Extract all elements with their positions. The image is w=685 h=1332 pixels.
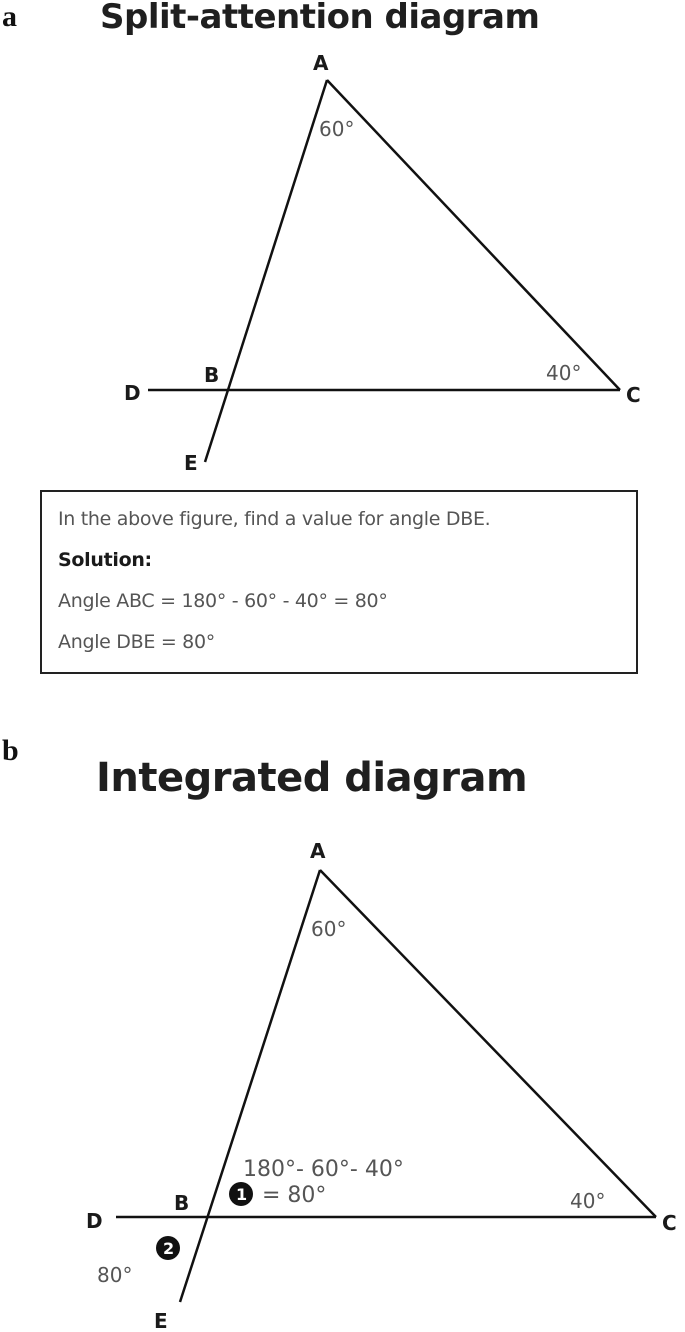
- angle-a-label: 60°: [311, 917, 346, 941]
- panel-a-title: Split-attention diagram: [100, 0, 540, 37]
- vertex-e-label: E: [184, 451, 198, 475]
- calculation-line-2: = 80°: [262, 1183, 326, 1208]
- vertex-a-label: A: [310, 839, 326, 863]
- vertex-a-label: A: [313, 51, 329, 75]
- solution-box: In the above figure, find a value for an…: [40, 490, 638, 674]
- split-attention-diagram: A B C D E 60° 40°: [124, 51, 641, 475]
- panel-letter-a: a: [2, 0, 17, 33]
- vertex-e-label: E: [154, 1309, 168, 1332]
- solution-heading: Solution:: [58, 549, 152, 571]
- solution-step-2: Angle DBE = 80°: [58, 631, 215, 653]
- integrated-diagram: A B C D E 60° 40° 180°- 60°- 40° 1 = 80°…: [86, 839, 677, 1332]
- step-2-marker: [156, 1236, 180, 1260]
- angle-c-label: 40°: [570, 1189, 605, 1213]
- line-a-e: [178, 869, 322, 1303]
- line-a-c: [319, 869, 657, 1218]
- vertex-c-label: C: [626, 383, 641, 407]
- panel-letter-b: b: [2, 734, 19, 767]
- calculation-line-1: 180°- 60°- 40°: [243, 1157, 404, 1182]
- line-a-c: [326, 79, 621, 391]
- step-2-number: 2: [163, 1239, 174, 1258]
- vertex-b-label: B: [174, 1191, 189, 1215]
- vertex-b-label: B: [204, 363, 219, 387]
- vertex-d-label: D: [124, 381, 141, 405]
- vertex-c-label: C: [662, 1211, 677, 1235]
- vertex-d-label: D: [86, 1209, 103, 1233]
- panel-b-title: Integrated diagram: [96, 755, 528, 801]
- step-1-number: 1: [236, 1185, 247, 1204]
- angle-c-label: 40°: [546, 361, 581, 385]
- angle-a-label: 60°: [319, 117, 354, 141]
- solution-step-1: Angle ABC = 180° - 60° - 40° = 80°: [58, 590, 388, 612]
- angle-dbe-label: 80°: [97, 1263, 132, 1287]
- line-a-e: [203, 79, 329, 463]
- question-text: In the above figure, find a value for an…: [58, 508, 491, 530]
- step-1-marker: [229, 1182, 253, 1206]
